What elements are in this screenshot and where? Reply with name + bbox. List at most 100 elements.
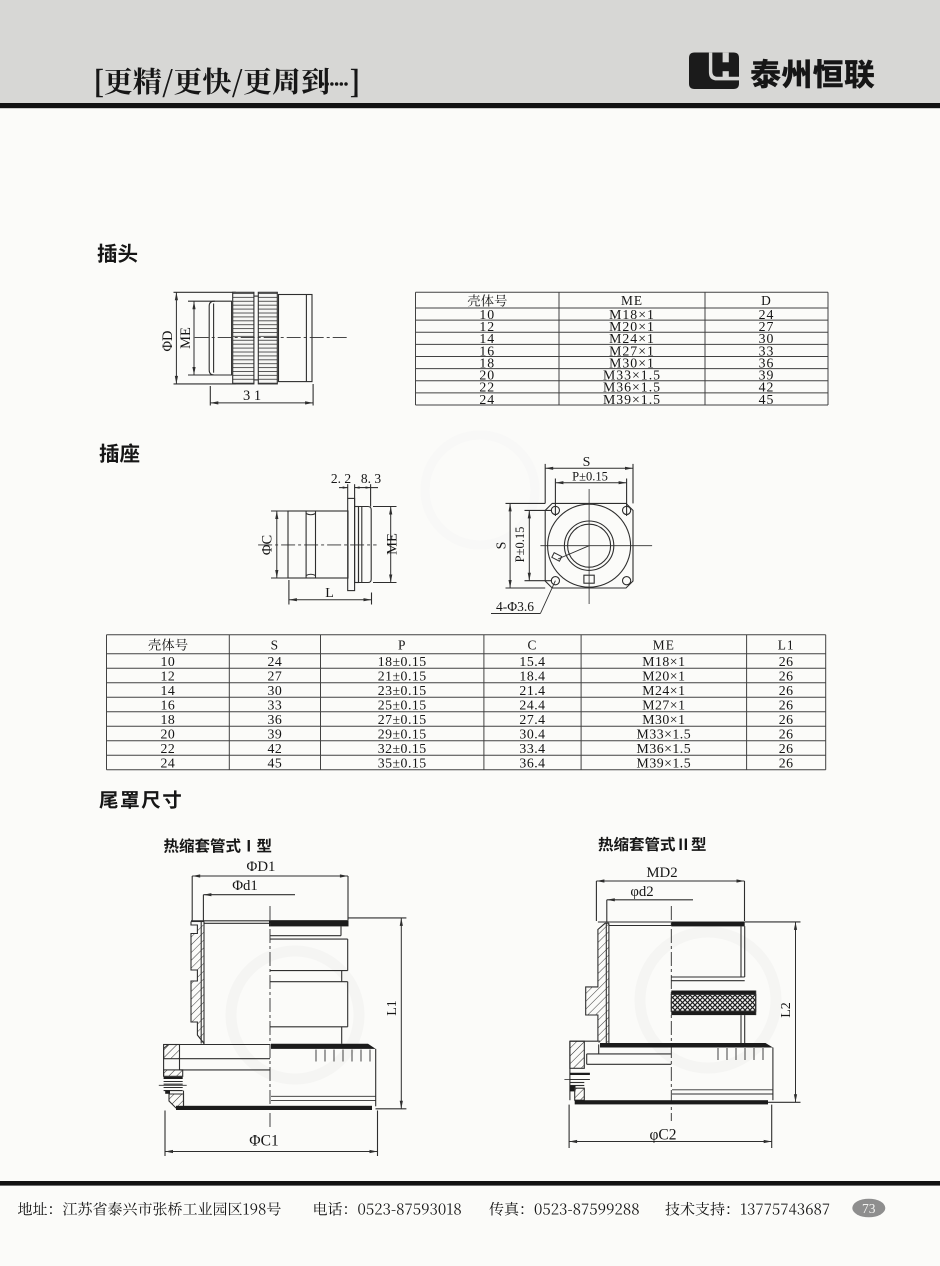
svg-text:27: 27 bbox=[759, 319, 775, 334]
svg-text:M24×1: M24×1 bbox=[642, 683, 685, 698]
svg-text:24.4: 24.4 bbox=[519, 697, 545, 712]
svg-text:21.4: 21.4 bbox=[519, 683, 545, 698]
svg-text:M39×1.5: M39×1.5 bbox=[637, 755, 692, 770]
svg-text:26: 26 bbox=[779, 741, 794, 756]
svg-text:39: 39 bbox=[759, 368, 775, 383]
svg-text:4-Φ3.6: 4-Φ3.6 bbox=[496, 599, 534, 614]
svg-text:φd2: φd2 bbox=[630, 884, 653, 900]
svg-text:26: 26 bbox=[779, 697, 794, 712]
svg-text:30: 30 bbox=[268, 683, 283, 698]
svg-text:P±0.15: P±0.15 bbox=[572, 469, 608, 483]
svg-text:24: 24 bbox=[759, 307, 775, 322]
svg-text:18: 18 bbox=[161, 712, 176, 727]
svg-text:22: 22 bbox=[479, 380, 495, 395]
svg-text:ΦC1: ΦC1 bbox=[249, 1133, 278, 1150]
svg-text:M24×1: M24×1 bbox=[609, 331, 655, 346]
svg-text:ME: ME bbox=[385, 533, 401, 555]
svg-text:42: 42 bbox=[268, 741, 283, 756]
svg-text:3 1: 3 1 bbox=[243, 388, 261, 404]
svg-text:20: 20 bbox=[479, 368, 495, 383]
svg-text:42: 42 bbox=[759, 380, 775, 395]
svg-text:25±0.15: 25±0.15 bbox=[378, 697, 427, 712]
svg-text:73: 73 bbox=[862, 1201, 876, 1216]
svg-text:14: 14 bbox=[479, 331, 495, 346]
svg-text:L2: L2 bbox=[779, 1002, 794, 1018]
svg-text:S: S bbox=[271, 638, 279, 653]
svg-text:L: L bbox=[325, 586, 334, 601]
svg-text:45: 45 bbox=[759, 392, 775, 407]
svg-text:12: 12 bbox=[161, 668, 176, 683]
svg-text:M30×1: M30×1 bbox=[609, 355, 655, 370]
svg-text:39: 39 bbox=[268, 726, 283, 741]
svg-text:φC2: φC2 bbox=[649, 1127, 676, 1144]
svg-text:2. 2: 2. 2 bbox=[331, 471, 351, 486]
svg-text:18: 18 bbox=[479, 355, 495, 370]
svg-text:36: 36 bbox=[268, 712, 283, 727]
svg-text:ΦD: ΦD bbox=[160, 330, 176, 351]
svg-text:D: D bbox=[761, 293, 772, 308]
svg-text:26: 26 bbox=[779, 654, 794, 669]
svg-text:33: 33 bbox=[268, 697, 283, 712]
svg-text:16: 16 bbox=[479, 343, 495, 358]
svg-text:ME: ME bbox=[653, 638, 675, 653]
svg-text:10: 10 bbox=[161, 654, 176, 669]
svg-text:ME: ME bbox=[621, 293, 643, 308]
svg-text:ME: ME bbox=[178, 327, 194, 349]
svg-text:P: P bbox=[398, 638, 406, 653]
svg-text:M36×1.5: M36×1.5 bbox=[637, 741, 692, 756]
svg-text:M30×1: M30×1 bbox=[642, 712, 685, 727]
svg-text:21±0.15: 21±0.15 bbox=[378, 668, 427, 683]
svg-text:M20×1: M20×1 bbox=[609, 319, 655, 334]
svg-text:32±0.15: 32±0.15 bbox=[378, 741, 427, 756]
svg-text:27.4: 27.4 bbox=[519, 712, 545, 727]
svg-text:22: 22 bbox=[161, 741, 176, 756]
svg-text:36.4: 36.4 bbox=[519, 755, 545, 770]
svg-text:27±0.15: 27±0.15 bbox=[378, 712, 427, 727]
svg-text:S: S bbox=[583, 455, 591, 470]
svg-text:24: 24 bbox=[479, 392, 495, 407]
svg-text:M39×1.5: M39×1.5 bbox=[603, 392, 661, 407]
svg-text:33.4: 33.4 bbox=[519, 741, 545, 756]
svg-text:15.4: 15.4 bbox=[519, 654, 545, 669]
svg-text:35±0.15: 35±0.15 bbox=[378, 755, 427, 770]
svg-text:L1: L1 bbox=[778, 638, 795, 653]
svg-text:24: 24 bbox=[161, 755, 176, 770]
svg-text:M36×1.5: M36×1.5 bbox=[603, 380, 661, 395]
svg-text:L1: L1 bbox=[385, 1000, 400, 1016]
svg-text:36: 36 bbox=[759, 355, 775, 370]
svg-text:18.4: 18.4 bbox=[519, 668, 545, 683]
svg-text:30: 30 bbox=[759, 331, 775, 346]
svg-text:12: 12 bbox=[479, 319, 495, 334]
svg-text:33: 33 bbox=[759, 343, 775, 358]
svg-text:S: S bbox=[494, 542, 509, 550]
svg-text:M27×1: M27×1 bbox=[609, 343, 655, 358]
svg-text:29±0.15: 29±0.15 bbox=[378, 726, 427, 741]
svg-text:18±0.15: 18±0.15 bbox=[378, 654, 427, 669]
svg-text:C: C bbox=[528, 638, 538, 653]
svg-text:MD2: MD2 bbox=[646, 865, 677, 881]
svg-text:26: 26 bbox=[779, 683, 794, 698]
svg-text:P±0.15: P±0.15 bbox=[513, 527, 527, 563]
svg-text:26: 26 bbox=[779, 755, 794, 770]
svg-text:M27×1: M27×1 bbox=[642, 697, 685, 712]
svg-text:26: 26 bbox=[779, 712, 794, 727]
svg-text:M18×1: M18×1 bbox=[642, 654, 685, 669]
svg-text:23±0.15: 23±0.15 bbox=[378, 683, 427, 698]
svg-text:8. 3: 8. 3 bbox=[361, 471, 382, 486]
svg-text:20: 20 bbox=[161, 726, 176, 741]
svg-text:M20×1: M20×1 bbox=[642, 668, 685, 683]
svg-text:27: 27 bbox=[268, 668, 283, 683]
svg-text:Φd1: Φd1 bbox=[232, 878, 258, 894]
svg-text:30.4: 30.4 bbox=[519, 726, 545, 741]
svg-text:16: 16 bbox=[161, 697, 176, 712]
svg-text:26: 26 bbox=[779, 668, 794, 683]
svg-text:M33×1.5: M33×1.5 bbox=[603, 368, 661, 383]
svg-text:26: 26 bbox=[779, 726, 794, 741]
svg-text:10: 10 bbox=[479, 307, 495, 322]
svg-text:24: 24 bbox=[268, 654, 283, 669]
svg-text:M18×1: M18×1 bbox=[609, 307, 655, 322]
svg-text:14: 14 bbox=[161, 683, 176, 698]
svg-text:ΦD1: ΦD1 bbox=[247, 859, 276, 875]
svg-text:45: 45 bbox=[268, 755, 283, 770]
svg-text:ΦC: ΦC bbox=[260, 535, 276, 555]
